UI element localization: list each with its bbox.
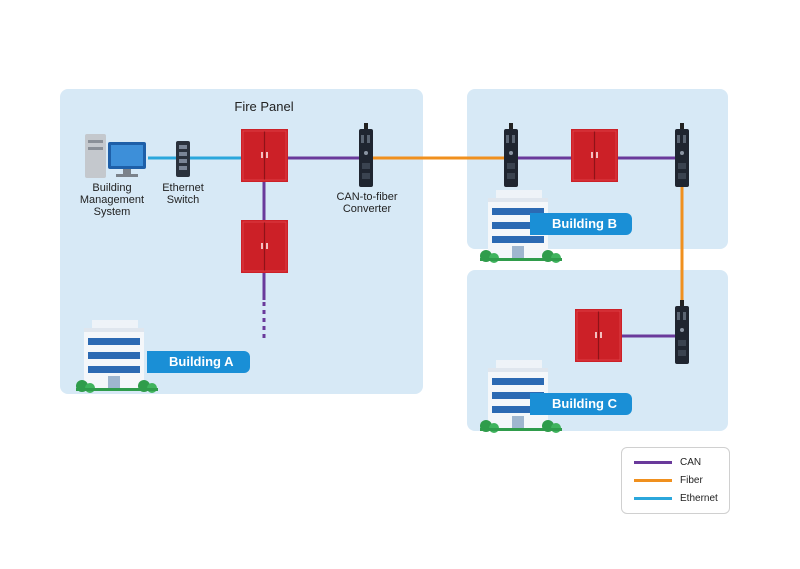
fiber-links bbox=[373, 156, 684, 300]
fire-panel-icon bbox=[574, 308, 623, 363]
legend-label: Fiber bbox=[680, 475, 703, 486]
legend-swatch bbox=[634, 478, 672, 482]
legend-label: Ethernet bbox=[680, 493, 718, 504]
legend-item-can: CAN bbox=[634, 457, 701, 468]
legend: CAN Fiber Ethernet bbox=[621, 447, 730, 514]
building-icon bbox=[76, 320, 158, 393]
building-a-tag: Building A bbox=[147, 351, 250, 373]
legend-swatch bbox=[634, 460, 672, 464]
building-b-tag: Building B bbox=[530, 213, 632, 235]
legend-swatch bbox=[634, 496, 672, 500]
building-c-tag: Building C bbox=[530, 393, 632, 415]
building-management-label: Building Management System bbox=[79, 182, 145, 218]
converter-icon bbox=[675, 300, 689, 364]
can-links bbox=[262, 156, 676, 340]
converter-icon bbox=[504, 123, 518, 187]
converter-icon bbox=[359, 123, 373, 187]
fire-panel-icon bbox=[570, 128, 619, 183]
converter-label: CAN-to-fiber Converter bbox=[336, 191, 398, 215]
fire-panel-icon bbox=[240, 128, 289, 183]
legend-label: CAN bbox=[680, 457, 702, 468]
converter-icon bbox=[675, 123, 689, 187]
computer-icon bbox=[85, 134, 146, 178]
ethernet-switch-label: Ethernet Switch bbox=[162, 182, 204, 206]
fire-panel-icon bbox=[240, 219, 289, 274]
legend-item-fiber: Fiber bbox=[634, 475, 703, 486]
legend-item-ethernet: Ethernet bbox=[634, 493, 718, 504]
fire-panel-label: Fire Panel bbox=[234, 99, 294, 114]
ethernet-switch-icon bbox=[176, 141, 190, 177]
